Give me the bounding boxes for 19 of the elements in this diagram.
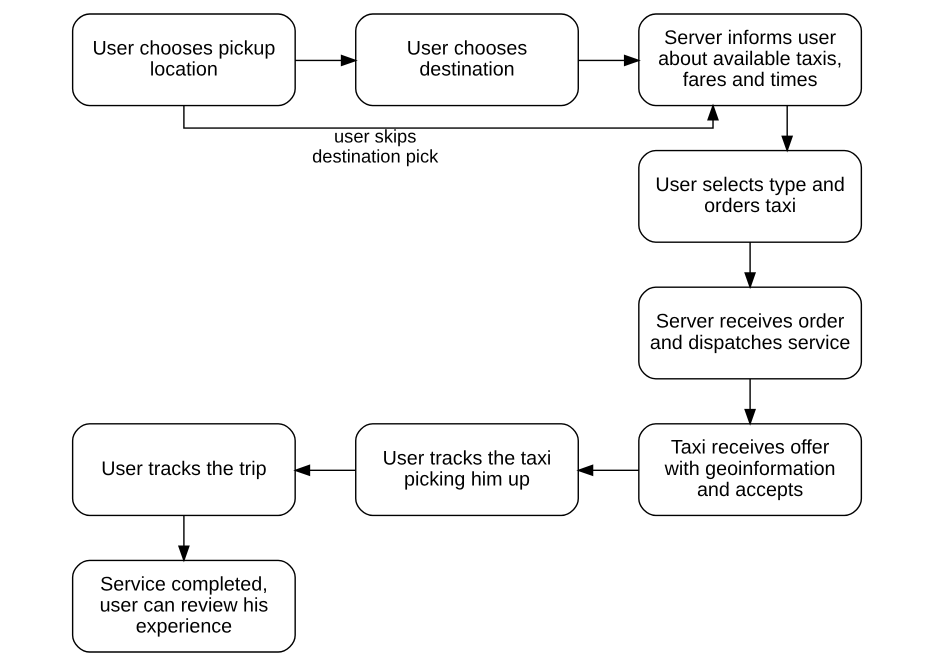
node-box: Service completed, user can review his experience <box>72 560 296 653</box>
node-box: Server informs user about available taxis, fares and times <box>638 13 862 106</box>
node-box: Taxi receives offer with geoinformation and accepts <box>638 423 862 516</box>
node-box: Server receives order and dispatches service <box>638 286 862 380</box>
edge-label: user skips destination pick <box>312 126 438 166</box>
arrow <box>178 516 190 562</box>
arrow <box>183 104 719 129</box>
arrow <box>293 464 356 476</box>
arrow <box>744 378 756 426</box>
arrow <box>781 106 794 153</box>
node-box: User chooses destination <box>355 13 579 106</box>
node-box: User tracks the trip <box>72 423 296 516</box>
node-box: User chooses pickup location <box>72 13 296 106</box>
arrow <box>295 54 358 66</box>
node-box: User selects type and orders taxi <box>638 150 862 243</box>
arrow <box>576 464 639 476</box>
arrow <box>744 242 756 290</box>
node-box: User tracks the taxi picking him up <box>355 423 579 516</box>
arrow <box>578 54 641 66</box>
